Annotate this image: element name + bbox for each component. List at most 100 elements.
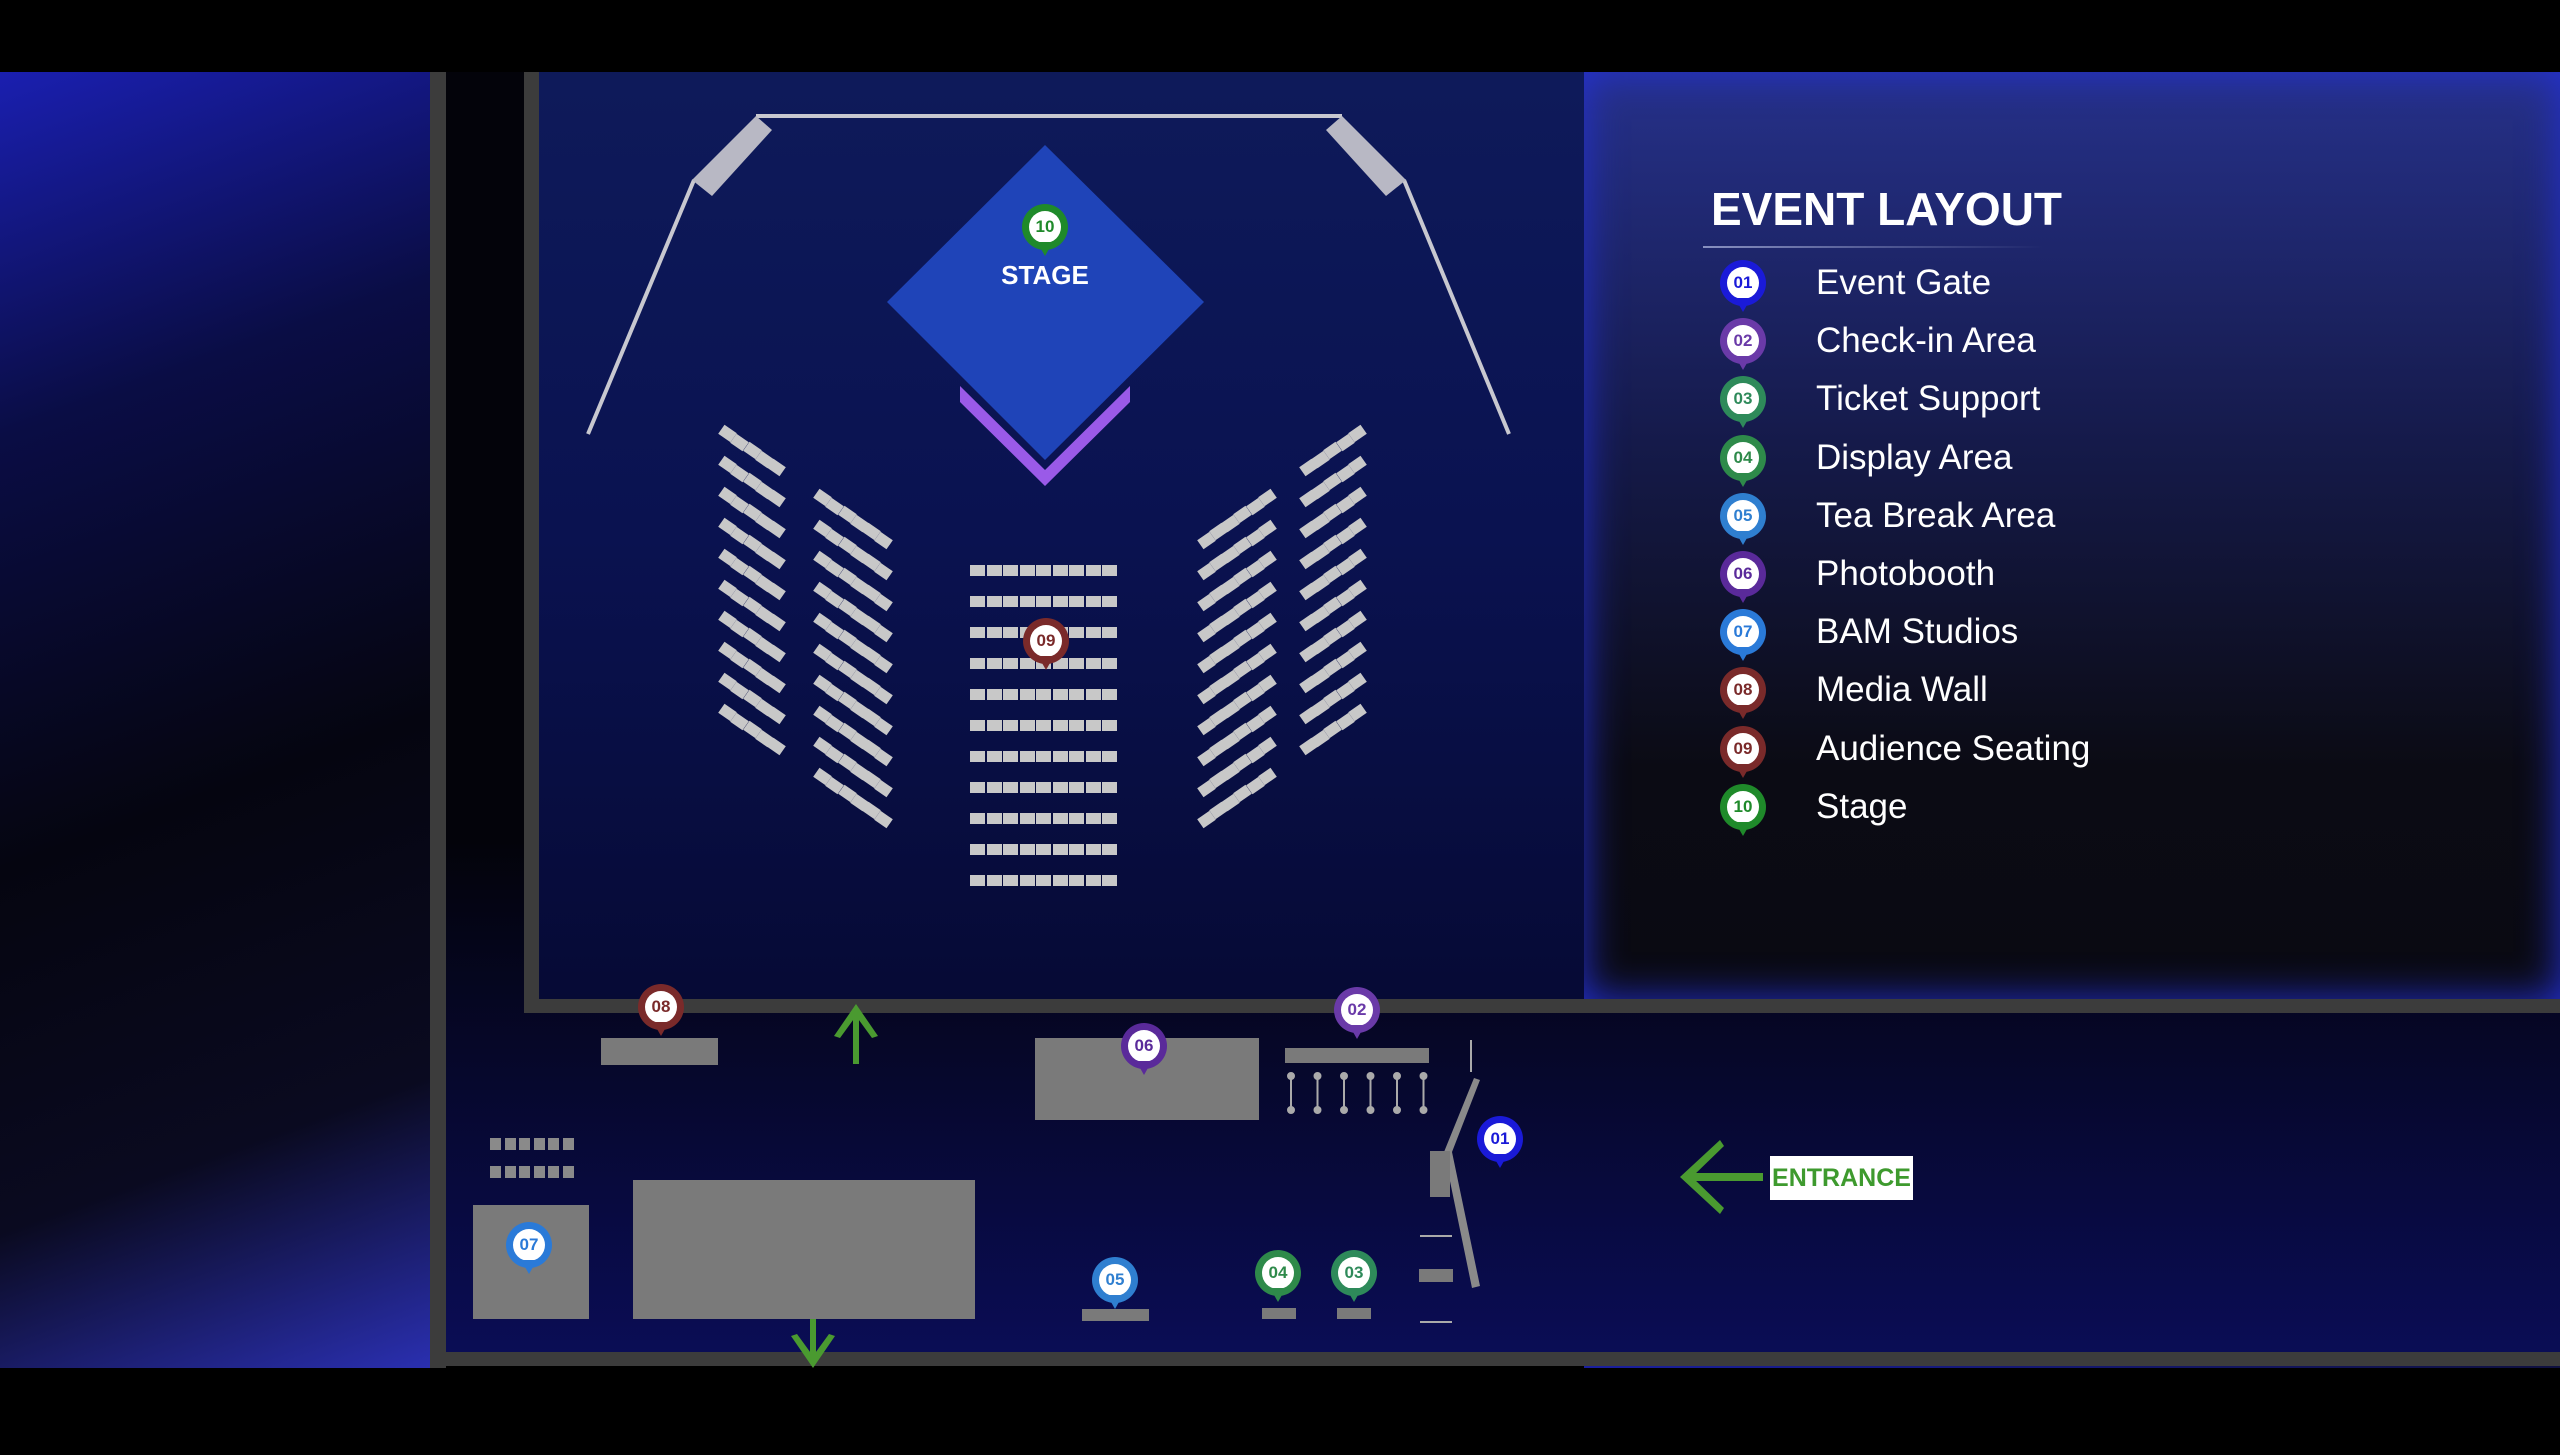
legend-item-label: Event Gate [1816,263,1992,302]
legend-item-label: Stage [1816,786,1908,826]
location-pin-03[interactable]: 03 [1331,1250,1377,1306]
seat [1102,627,1117,638]
location-pin-10[interactable]: 10 [1720,783,1766,840]
pin-tip-icon [1270,1288,1286,1302]
seat [562,1166,574,1178]
seat [1085,720,1101,731]
location-pin-08[interactable]: 08 [1720,667,1766,723]
hall-wall-bottom [524,999,2560,1013]
location-pin-05[interactable]: 05 [1720,492,1766,549]
seat [1085,689,1101,700]
stage-corner-right [1326,116,1406,196]
pin-tip-icon [1492,1154,1508,1168]
pin-marker-icon: 03 [1331,1250,1377,1296]
seat [562,1138,574,1150]
location-pin-05[interactable]: 05 [1092,1257,1138,1313]
display-area-stand[interactable] [1262,1308,1296,1319]
seat [1052,751,1068,762]
hall-wall-left [524,72,539,1012]
location-pin-04[interactable]: 04 [1255,1250,1301,1306]
seat [1102,751,1117,762]
pin-number: 06 [1128,1030,1160,1062]
seat [1069,782,1084,793]
legend-item: 10 Stage [1720,782,1908,836]
seat [1052,720,1068,731]
pin-tip-icon [1346,1288,1362,1302]
seat [1102,720,1117,731]
entrance-arrow [1680,1140,1763,1214]
location-pin-07[interactable]: 07 [1720,609,1766,665]
seat [1069,627,1084,638]
seat [1052,844,1068,855]
tea-break-counter[interactable] [1082,1309,1149,1321]
seat [1019,689,1035,700]
exit-arrow-up [834,1004,878,1064]
check-in-desks[interactable] [1285,1048,1429,1063]
pin-tip-icon [653,1022,669,1036]
seat [1019,813,1035,824]
seat [1052,813,1068,824]
seat [1036,844,1051,855]
seat [970,565,985,576]
pin-tip-icon [1735,298,1751,312]
pin-tip-icon [1735,821,1751,836]
pin-marker-icon: 10 [1720,783,1766,830]
legend-item-label: Audience Seating [1816,728,2091,768]
seat [490,1166,501,1178]
location-pin-01[interactable]: 01 [1477,1116,1523,1172]
seat [1036,565,1051,576]
seat [986,627,1002,638]
location-pin-06[interactable]: 06 [1121,1023,1167,1079]
seat [1003,751,1018,762]
media-wall-area[interactable] [601,1038,718,1065]
location-pin-07[interactable]: 07 [506,1222,552,1278]
seat [970,751,985,762]
seat [1003,565,1018,576]
seat [1052,596,1068,607]
pin-number: 04 [1262,1257,1294,1289]
location-pin-09[interactable]: 09 [1023,618,1069,674]
pin-tip-icon [1037,242,1053,256]
pin-number: 06 [1727,558,1759,590]
seat [1036,751,1051,762]
seat [1069,596,1084,607]
location-pin-02[interactable]: 02 [1334,987,1380,1043]
pin-number: 09 [1030,625,1062,657]
location-pin-02[interactable]: 02 [1720,318,1766,374]
seat [970,596,985,607]
legend-item-label: Photobooth [1816,554,1996,593]
seat [986,875,1002,886]
legend-title: EVENT LAYOUT [1711,183,2063,235]
location-pin-06[interactable]: 06 [1720,551,1766,607]
pin-tip-icon [521,1260,537,1274]
pin-number: 10 [1029,211,1061,243]
seat [1085,813,1101,824]
seat [970,844,985,855]
seat [1085,875,1101,886]
pin-number: 01 [1484,1123,1516,1155]
pin-marker-icon: 08 [638,984,684,1030]
location-pin-01[interactable]: 01 [1720,260,1766,316]
large-room [633,1180,975,1319]
legend-item: 06 Photobooth [1720,549,1996,603]
seat [1036,782,1051,793]
seat [986,565,1002,576]
seat [548,1166,559,1178]
seat [1085,627,1101,638]
ticket-support-desk[interactable] [1337,1308,1371,1319]
seat [970,627,985,638]
exit-arrow-down [791,1319,835,1368]
seat [1102,782,1117,793]
pin-number: 04 [1727,441,1759,474]
location-pin-03[interactable]: 03 [1720,376,1766,432]
seat [970,813,985,824]
location-pin-09[interactable]: 09 [1720,725,1766,782]
location-pin-04[interactable]: 04 [1720,434,1766,491]
stage-platform [887,145,1204,460]
pin-marker-icon: 07 [506,1222,552,1268]
seat [1003,627,1018,638]
pin-number: 05 [1099,1264,1131,1296]
location-pin-10[interactable]: 10 [1022,204,1068,260]
location-pin-08[interactable]: 08 [638,984,684,1040]
